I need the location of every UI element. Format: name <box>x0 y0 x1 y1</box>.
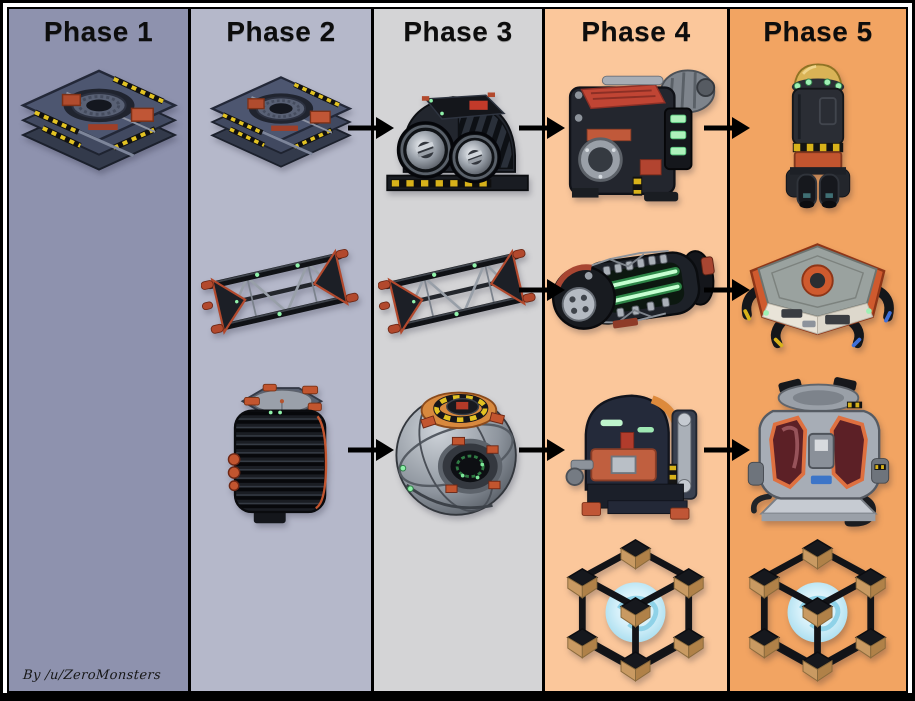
phase-5-row-4 <box>730 529 906 687</box>
arrow-icon <box>348 117 394 139</box>
phase-2-row-1 <box>191 55 371 213</box>
arrow-icon <box>519 117 565 139</box>
truss-framework-icon <box>378 242 538 342</box>
phase-5-title: Phase 5 <box>763 16 873 47</box>
arrow-icon <box>519 279 565 301</box>
phase-column-4: Phase 4 <box>542 9 727 691</box>
truss-framework-icon <box>201 242 361 342</box>
phase-3-header: Phase 3 <box>374 9 542 55</box>
phase-2-title: Phase 2 <box>226 16 336 47</box>
phase-4-row-2 <box>545 213 727 371</box>
phase-1-row-4 <box>9 529 188 687</box>
phase-4-row-1 <box>545 55 727 213</box>
glowing-cube-frame-icon <box>561 535 711 682</box>
phase-column-2: Phase 2 <box>188 9 371 691</box>
phase-3-row-4 <box>374 529 542 687</box>
twin-cylinder-engine-icon <box>378 66 538 203</box>
phase-4-header: Phase 4 <box>545 9 727 55</box>
phase-4-title: Phase 4 <box>581 16 691 47</box>
phase-column-3: Phase 3 <box>371 9 542 691</box>
arrow-icon <box>704 279 750 301</box>
attribution-text: By /u/ZeroMonsters <box>22 668 162 683</box>
phase-2-header: Phase 2 <box>191 9 371 55</box>
arrow-icon <box>519 439 565 461</box>
phase-4-row-3 <box>545 371 727 529</box>
phase-5-row-2 <box>730 213 906 371</box>
phase-3-row-2 <box>374 213 542 371</box>
phase-1-row-1 <box>9 55 188 213</box>
phase-2-row-4 <box>191 529 371 687</box>
phase-3-row-3 <box>374 371 542 529</box>
windowed-pod-icon <box>735 373 901 527</box>
phase-3-row-1 <box>374 55 542 213</box>
arrow-icon <box>348 439 394 461</box>
phase-2-row-2 <box>191 213 371 371</box>
boxed-engine-with-turbine-icon <box>553 61 719 208</box>
spherical-control-unit-icon <box>388 373 528 527</box>
phase-2-row-3 <box>191 371 371 529</box>
capsule-field-generator-icon <box>547 227 725 357</box>
console-machine-icon <box>560 379 712 522</box>
phase-3-title: Phase 3 <box>403 16 513 47</box>
phase-board: Phase 1 Phase 2 <box>7 7 908 693</box>
warp-rocket-icon <box>762 57 874 211</box>
phase-4-row-4 <box>545 529 727 687</box>
phase-5-row-1 <box>730 55 906 213</box>
stacked-plating-icon <box>15 65 183 203</box>
hexagonal-server-icon <box>730 233 906 352</box>
phase-1-row-2 <box>9 213 188 371</box>
phase-column-1: Phase 1 <box>9 9 188 691</box>
phase-5-row-3 <box>730 371 906 529</box>
phase-1-header: Phase 1 <box>9 9 188 55</box>
phase-1-row-3 <box>9 371 188 529</box>
phase-5-header: Phase 5 <box>730 9 906 55</box>
cable-coil-drum-icon <box>220 373 342 528</box>
stacked-plating-icon <box>205 72 357 197</box>
arrow-icon <box>704 439 750 461</box>
phase-column-5: Phase 5 <box>727 9 906 691</box>
glowing-cube-frame-icon <box>743 535 893 682</box>
arrow-icon <box>704 117 750 139</box>
phase-1-title: Phase 1 <box>43 16 154 47</box>
